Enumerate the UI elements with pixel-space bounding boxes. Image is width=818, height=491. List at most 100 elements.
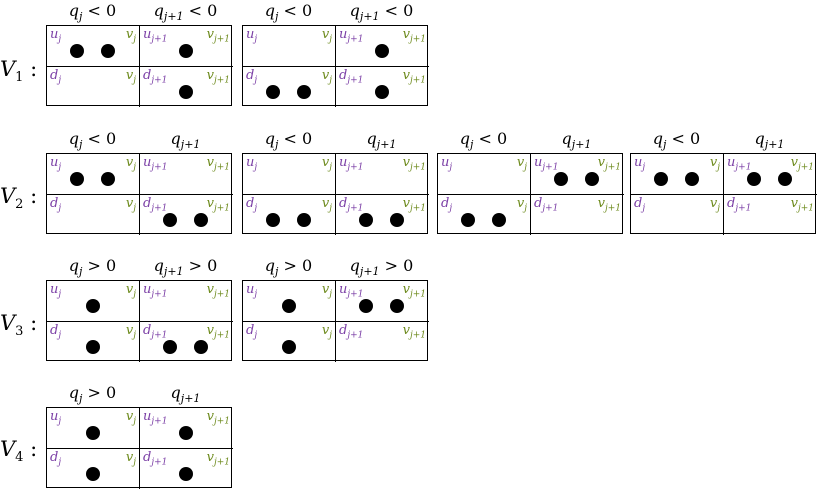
particle-dot	[193, 212, 208, 227]
cell-right-label: vj	[517, 197, 527, 216]
cell-left-subscript: j+1	[542, 203, 559, 214]
cell-right-label: vj+1	[207, 451, 230, 470]
cell-left-symbol: d	[143, 449, 152, 465]
particle-dot	[584, 172, 599, 186]
cell-right-symbol: v	[790, 195, 798, 211]
particle-dot	[374, 44, 389, 58]
cell-left-subscript: j	[254, 34, 258, 45]
cell-left-subscript: j+1	[151, 416, 168, 427]
cell-left-symbol: d	[246, 67, 255, 83]
cell-right-subscript: j+1	[797, 203, 814, 214]
cell-left-symbol: u	[339, 155, 348, 170]
header-symbol: q	[264, 129, 276, 148]
header-symbol: q	[349, 1, 360, 20]
cell-right-label: vj	[322, 69, 332, 88]
row-label-v1: V1 :	[0, 57, 37, 85]
cell-right-subscript: j+1	[213, 289, 230, 300]
cell-left-subscript: j	[449, 162, 453, 173]
cell-right-subscript: j	[329, 330, 332, 341]
particle-dot	[178, 466, 193, 481]
header-qj: qj < 0	[69, 1, 116, 23]
cell-left-subscript: j	[642, 203, 646, 214]
row-label-subscript: 3	[15, 324, 24, 340]
header-subscript: j	[79, 392, 83, 406]
cell-left-subscript: j+1	[151, 203, 168, 214]
particle-dot	[265, 212, 280, 227]
cell-right-symbol: v	[206, 449, 214, 465]
particle-dot	[162, 212, 177, 227]
cell-left-symbol: d	[246, 322, 255, 338]
header-symbol: q	[170, 129, 181, 148]
cell-left-subscript: j	[254, 75, 258, 86]
cell-left-label: uj+1	[727, 156, 751, 175]
row-label-colon: :	[23, 437, 38, 461]
cell-left-subscript: j+1	[347, 289, 364, 300]
header-subscript: j	[275, 10, 279, 24]
header-qj1: qj+1 > 0	[154, 256, 218, 278]
cell-right-symbol: v	[125, 409, 134, 424]
cell-right-label: vj+1	[403, 28, 426, 47]
row-label-v2: V2 :	[0, 184, 37, 212]
particle-dot	[178, 44, 193, 58]
cell-left-symbol: u	[246, 282, 255, 297]
cell-left-label: dj	[50, 69, 61, 88]
particle-dot	[178, 84, 193, 99]
cell-right-label: vj+1	[791, 197, 814, 216]
cell-left-symbol: u	[534, 155, 543, 170]
cell-right-subscript: j+1	[409, 330, 426, 341]
header-condition: < 0	[183, 1, 218, 20]
cell-right-label: vj	[322, 197, 332, 216]
cell-left-label: dj+1	[143, 197, 167, 216]
cell-right-symbol: v	[402, 322, 410, 338]
cell-right-symbol: v	[597, 155, 605, 170]
particle-dot	[69, 172, 84, 186]
header-symbol: q	[68, 256, 80, 275]
cell-right-label: vj	[126, 156, 136, 175]
cell-left-subscript: j+1	[151, 457, 168, 468]
cell-right-subscript: j+1	[213, 457, 230, 468]
cell-right-symbol: v	[206, 27, 214, 42]
cell-right-label: vj+1	[403, 156, 426, 175]
header-symbol: q	[366, 129, 377, 148]
cell-left-label: dj	[246, 324, 257, 343]
header-condition: < 0	[278, 1, 313, 20]
cell-right-label: vj+1	[207, 324, 230, 343]
header-symbol: q	[68, 1, 80, 20]
row-label-v3: V3 :	[0, 311, 37, 339]
particle-dot	[358, 299, 373, 313]
cell-right-subscript: j	[524, 203, 527, 214]
header-symbol: q	[652, 129, 664, 148]
particle-dot	[653, 172, 668, 186]
header-symbol: q	[754, 129, 765, 148]
header-subscript: j+1	[764, 138, 785, 152]
particle-dot	[85, 339, 100, 354]
cell-left-symbol: u	[143, 282, 152, 297]
cell-left-symbol: u	[50, 282, 59, 297]
row-label-v4: V4 :	[0, 437, 37, 465]
cell-right-label: vj+1	[207, 28, 230, 47]
cell-left-label: uj+1	[339, 156, 363, 175]
cell-left-label: dj	[50, 324, 61, 343]
cell-right-label: vj	[322, 28, 332, 47]
cell-right-subscript: j+1	[604, 203, 621, 214]
header-subscript: j	[79, 10, 83, 24]
cell-right-symbol: v	[125, 67, 134, 83]
cell-left-label: uj+1	[143, 28, 167, 47]
header-qj1: qj+1	[367, 129, 397, 151]
cell-right-label: vj	[126, 69, 136, 88]
cell-left-label: dj+1	[143, 69, 167, 88]
particle-dot	[265, 84, 280, 99]
cell-right-subscript: j	[133, 330, 136, 341]
cell-left-symbol: u	[339, 282, 348, 297]
